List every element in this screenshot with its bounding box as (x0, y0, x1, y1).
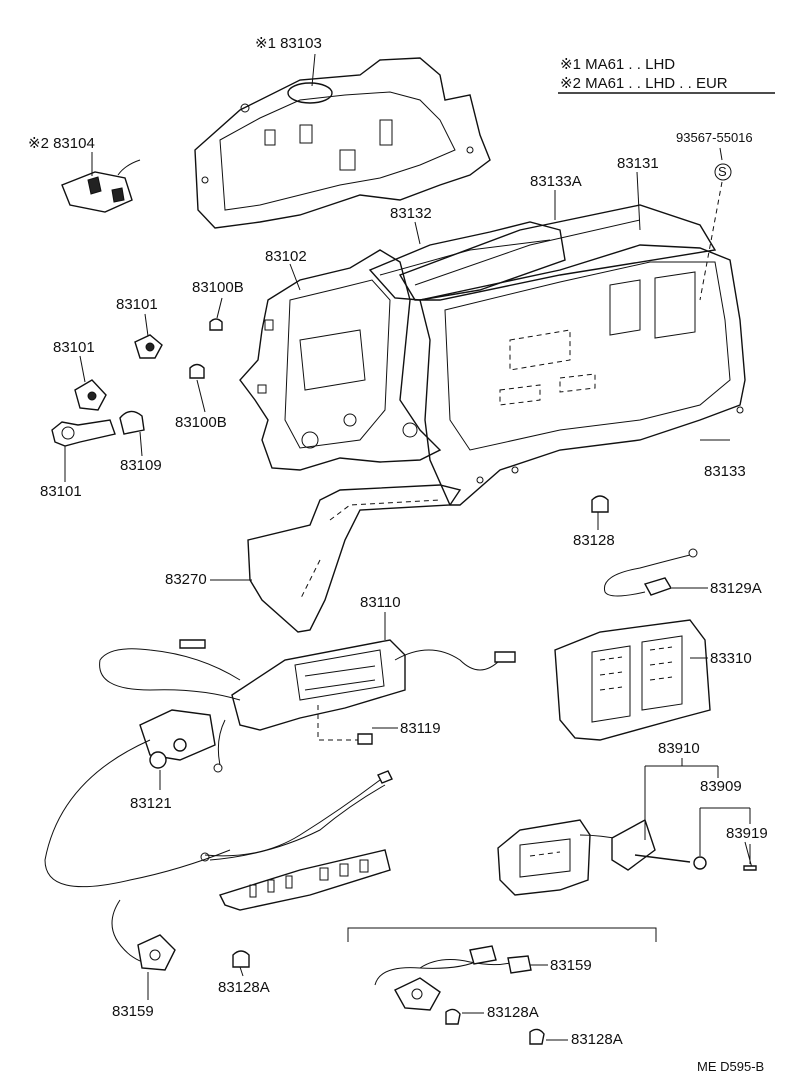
group-bracket (347, 927, 657, 942)
socket-83101-a-hole (145, 342, 155, 352)
display-module-83110 (99, 639, 516, 773)
label-83132: 83132 (390, 205, 432, 222)
meter-lens-83133 (419, 244, 746, 506)
label-83104: ※2 83104 (28, 135, 95, 152)
label-83119: 83119 (400, 720, 441, 737)
label-83103: ※1 83103 (255, 35, 322, 52)
wire-harness (111, 770, 393, 971)
leader-93567 (719, 147, 723, 161)
bulb-83100B-top (209, 318, 223, 331)
label-83910: 83910 (658, 740, 700, 757)
bulb-83109 (119, 410, 145, 435)
bulb-83119 (357, 733, 373, 745)
bulb-83128A-right (529, 1028, 545, 1045)
legend-line-1: ※1 MA61 . . LHD (560, 56, 676, 73)
screw-dashed-line (699, 181, 723, 301)
screw-circle (714, 163, 732, 181)
legend-line-2: ※2 MA61 . . LHD . . EUR (560, 75, 728, 92)
wire-83129A (603, 548, 698, 597)
leader-83131 (636, 171, 641, 231)
label-83133: 83133 (704, 463, 746, 480)
label-83101-c: 83101 (40, 483, 82, 500)
leader-83100B-top (216, 297, 223, 319)
leader-83109 (139, 431, 143, 457)
panel-83133A (398, 204, 717, 301)
label-83909: 83909 (700, 778, 742, 795)
switch-83159-group (374, 945, 532, 1011)
printed-circuit-83270 (247, 484, 462, 633)
label-83102: 83102 (265, 248, 307, 265)
label-83131: 83131 (617, 155, 659, 172)
label-83270: 83270 (165, 571, 207, 588)
fuel-gauge-group-83910 (497, 818, 757, 896)
gasket-plate-83103 (194, 57, 491, 229)
label-83110: 83110 (360, 594, 401, 611)
leader-83100B-bottom (196, 379, 206, 413)
bulb-83100B-bottom (189, 363, 205, 379)
label-83159-right: 83159 (550, 957, 592, 974)
label-93567-55016: 93567-55016 (676, 130, 753, 145)
label-83159-left: 83159 (112, 1003, 154, 1020)
switch-83121 (44, 709, 231, 888)
label-83128A-mid: 83128A (487, 1004, 539, 1021)
leader-83101-a (144, 313, 149, 337)
case-83102 (239, 249, 442, 471)
socket-83101-c-ring (61, 426, 75, 440)
bulb-83128A-left (232, 950, 250, 968)
label-83109: 83109 (120, 457, 162, 474)
label-83121: 83121 (130, 795, 172, 812)
label-83128A-right: 83128A (571, 1031, 623, 1048)
dashed-83119 (317, 705, 360, 741)
frame-83132 (368, 221, 566, 301)
socket-83101-c (51, 419, 116, 447)
leader-83132 (414, 221, 421, 245)
bulb-83128A-mid (445, 1008, 461, 1025)
label-83919: 83919 (726, 825, 768, 842)
switch-83104 (61, 159, 141, 213)
label-83101-a: 83101 (116, 296, 158, 313)
display-unit-83310 (554, 619, 711, 741)
leader-83102 (289, 263, 301, 291)
label-83100B-bottom: 83100B (175, 414, 227, 431)
leader-83103 (311, 53, 316, 87)
label-83310: 83310 (710, 650, 752, 667)
label-83133A: 83133A (530, 173, 582, 190)
bulb-83128 (591, 495, 609, 513)
label-83101-b: 83101 (53, 339, 95, 356)
socket-83101-b-hole (87, 391, 97, 401)
label-83128: 83128 (573, 532, 615, 549)
label-83128A-left: 83128A (218, 979, 270, 996)
footer-code: ME D595-B (697, 1059, 765, 1074)
leader-83101-b (79, 355, 86, 383)
label-83100B-top: 83100B (192, 279, 244, 296)
label-screw-S: S (718, 164, 727, 179)
label-83129A: 83129A (710, 580, 762, 597)
leader-83128A-left (239, 966, 244, 977)
